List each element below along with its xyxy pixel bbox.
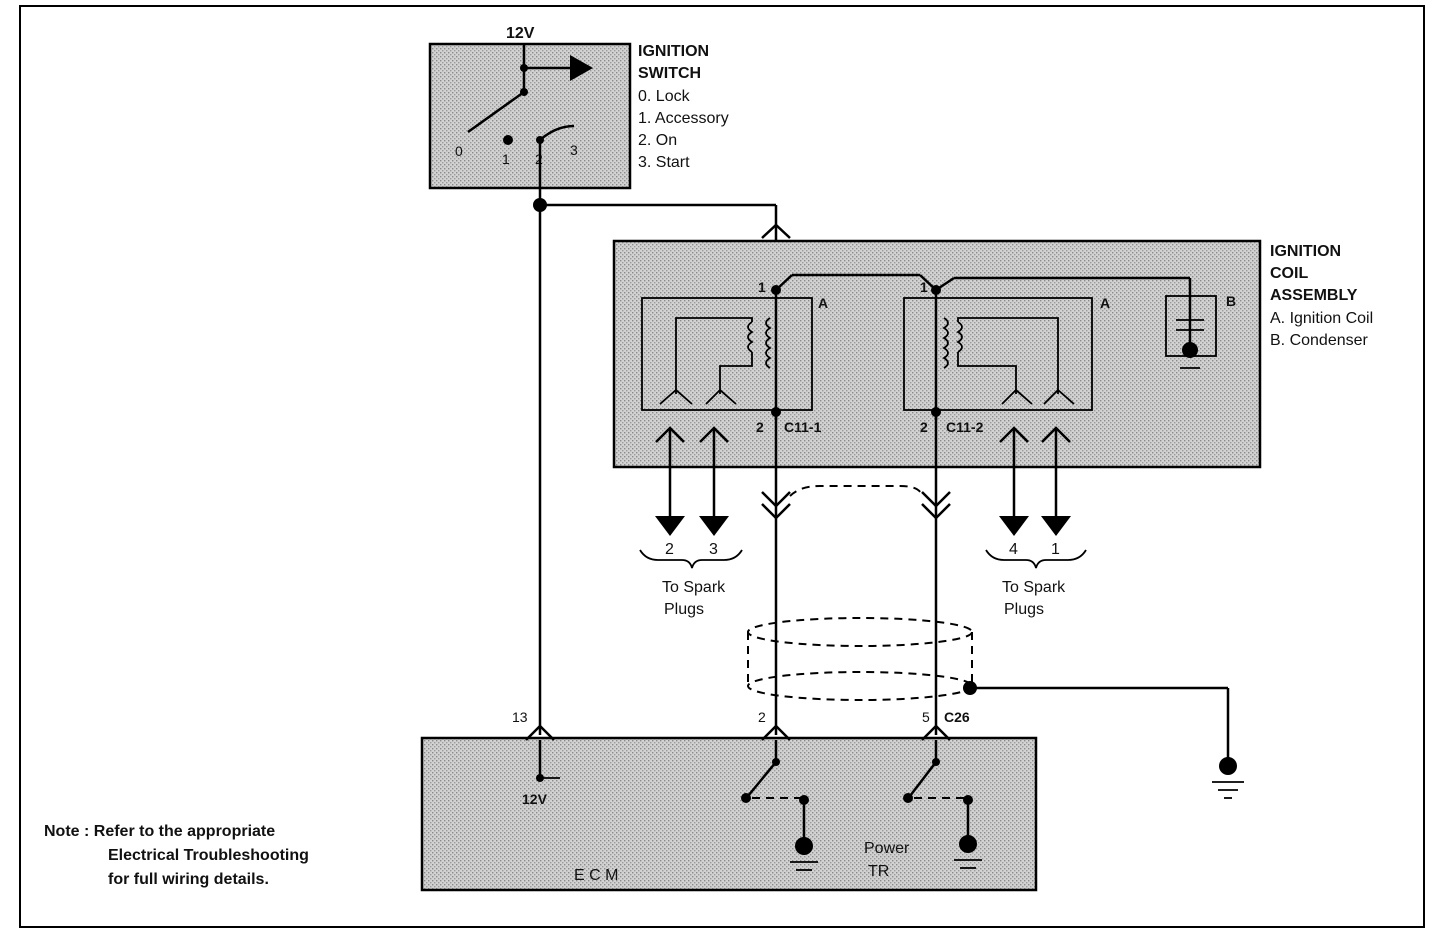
ecm-power-tr-line2: TR — [868, 863, 889, 880]
left-ignition-coil — [641, 297, 813, 411]
switch-terminal-0: 0 — [455, 143, 463, 159]
ignition-switch: 12V 0 1 2 3 IGNITION SWITCH 0. Lock 1. A… — [428, 25, 729, 190]
switch-position-lock: 0. Lock — [638, 88, 691, 105]
note-line2: Electrical Troubleshooting — [108, 847, 309, 864]
switch-terminal-3: 3 — [570, 142, 578, 158]
spark-plug-right-1: 1 — [1051, 541, 1060, 558]
ecm-connector: C26 — [944, 709, 970, 725]
spark-plug-right-4: 4 — [1009, 541, 1018, 558]
coil-title-line1: IGNITION — [1270, 243, 1341, 260]
ecm-pin-13: 13 — [512, 709, 528, 725]
coil-right-pin-2: 2 — [920, 419, 928, 435]
ignition-coil-assembly: 1 1 A 2 C11-1 A 2 C11-2 B — [612, 223, 1373, 469]
ecm-pin-5: 5 — [922, 709, 930, 725]
coil-legend-a: A. Ignition Coil — [1270, 310, 1373, 327]
switch-position-accessory: 1. Accessory — [638, 110, 729, 127]
ecm-pin-2: 2 — [758, 709, 766, 725]
shield-bottom — [747, 671, 973, 701]
coil-legend-b: B. Condenser — [1270, 332, 1369, 349]
coil-title-line3: ASSEMBLY — [1270, 287, 1358, 304]
coil-ecm-wires — [747, 412, 1244, 799]
note: Note : Refer to the appropriate Electric… — [44, 823, 309, 888]
spark-plug-right-label2: Plugs — [1004, 601, 1044, 618]
coil-left-pin-2: 2 — [756, 419, 764, 435]
shield-top — [747, 617, 973, 647]
switch-terminal-1: 1 — [502, 151, 510, 167]
switch-position-start: 3. Start — [638, 154, 690, 171]
coil-left-connector: C11-1 — [784, 419, 822, 435]
switch-position-on: 2. On — [638, 132, 677, 149]
ecm-box — [420, 736, 1038, 892]
condenser-label-b: B — [1226, 293, 1236, 309]
shield-ground-icon — [1219, 757, 1237, 775]
coil-left-pin-1: 1 — [758, 279, 766, 295]
switch-arrow-icon — [570, 55, 593, 81]
coil-title-line2: COIL — [1270, 265, 1308, 282]
coil-right-pin-1: 1 — [920, 279, 928, 295]
spark-plug-left-3: 3 — [709, 541, 718, 558]
spark-plug-left-2: 2 — [665, 541, 674, 558]
ecm-power-tr-line1: Power — [864, 840, 910, 857]
spark-plug-right-label1: To Spark — [1002, 579, 1066, 596]
right-coil-label-a: A — [1100, 295, 1110, 311]
spark-plug-leads-left: 2 3 To Spark Plugs — [639, 426, 743, 618]
switch-title-line1: IGNITION — [638, 43, 709, 60]
coil-right-connector: C11-2 — [946, 419, 984, 435]
switch-title-line2: SWITCH — [638, 65, 701, 82]
right-ignition-coil — [903, 297, 1093, 411]
spark-plug-leads-right: 4 1 To Spark Plugs — [985, 426, 1087, 618]
spark-plug-left-label2: Plugs — [664, 601, 704, 618]
switch-supply-label: 12V — [506, 25, 535, 42]
note-line1: Note : Refer to the appropriate — [44, 823, 275, 840]
spark-plug-left-label1: To Spark — [662, 579, 726, 596]
ecm: 13 2 5 C26 12V E C M — [420, 709, 1038, 892]
ecm-name: E C M — [574, 867, 618, 884]
page-border — [19, 5, 1425, 928]
ecm-internal-12v: 12V — [522, 791, 548, 807]
note-line3: for full wiring details. — [108, 871, 269, 888]
left-coil-label-a: A — [818, 295, 828, 311]
ignition-switch-box — [428, 42, 632, 190]
